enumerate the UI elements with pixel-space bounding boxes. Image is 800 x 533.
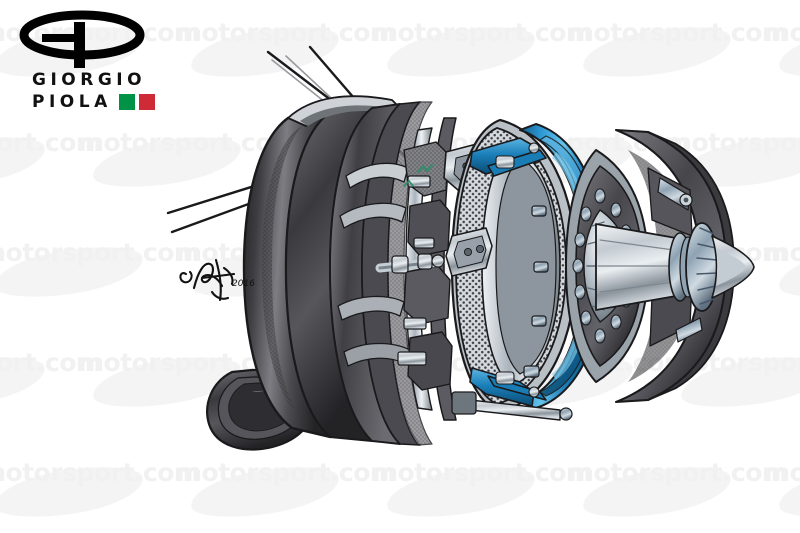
flag-red-square bbox=[139, 94, 155, 110]
brand-line-giorgio: GIORGIO bbox=[32, 70, 147, 90]
giorgio-piola-logo: GIORGIO PIOLA bbox=[14, 8, 164, 113]
flag-green-square bbox=[119, 94, 135, 110]
blue-bracket-fittings bbox=[495, 142, 540, 398]
blue-brackets bbox=[469, 137, 547, 407]
svg-text:2016: 2016 bbox=[232, 279, 255, 289]
gp-monogram-icon bbox=[19, 10, 145, 68]
brake-caliper bbox=[445, 227, 493, 277]
axle-stub bbox=[595, 222, 755, 312]
internal-structure bbox=[397, 141, 453, 391]
lower-linkage bbox=[451, 391, 573, 421]
brand-line-piola: PIOLA bbox=[32, 92, 112, 112]
artist-signature: 2016 bbox=[179, 258, 255, 302]
